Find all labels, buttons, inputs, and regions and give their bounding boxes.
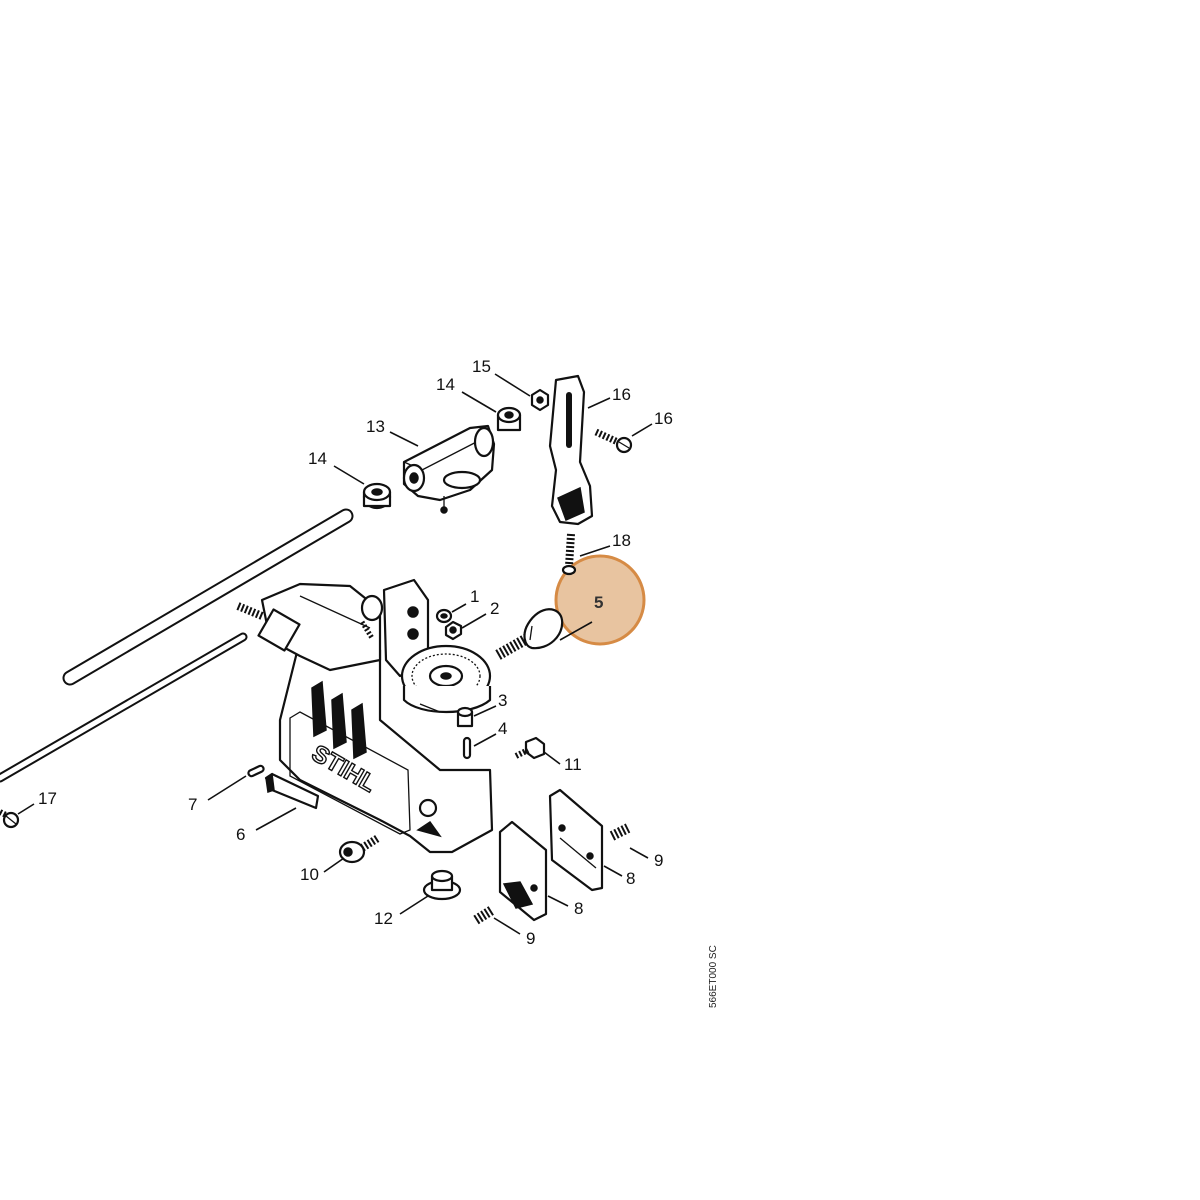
callout-11[interactable]: 11 [564, 755, 582, 774]
drawing-code: 566ET000 SC [708, 945, 719, 1008]
callouts: 15 14 13 14 16 16 18 5 1 2 3 4 11 7 6 10… [38, 357, 673, 948]
clamp-housing-part-13 [402, 424, 496, 514]
callout-9-lower[interactable]: 9 [526, 929, 535, 948]
spring-part-9-lower [473, 905, 495, 925]
spring-part-9-upper [609, 823, 631, 841]
callout-3[interactable]: 3 [498, 691, 507, 710]
screw-part-10 [338, 834, 381, 864]
callout-16-right[interactable]: 16 [654, 409, 673, 428]
knurled-nut-part-12 [422, 869, 462, 901]
plate-part-8-lower [498, 820, 548, 922]
callout-9-upper[interactable]: 9 [654, 851, 663, 870]
screw-part-18 [561, 533, 577, 576]
callout-14-left[interactable]: 14 [308, 449, 327, 468]
callout-7[interactable]: 7 [188, 795, 197, 814]
callout-15[interactable]: 16 [612, 385, 631, 404]
lever-part-15 [548, 374, 594, 526]
sleeve-part-3 [456, 706, 474, 728]
bar-part-6 [264, 772, 320, 810]
callout-13[interactable]: 13 [366, 417, 385, 436]
callout-4[interactable]: 4 [498, 719, 507, 738]
callout-5[interactable]: 5 [594, 593, 603, 612]
guide-rod-upper [62, 508, 354, 686]
guide-rod-lower [0, 632, 248, 783]
nut-part-2 [444, 620, 463, 641]
callout-16-left[interactable]: 17 [38, 789, 57, 808]
callout-12[interactable]: 12 [374, 909, 393, 928]
callout-10[interactable]: 10 [300, 865, 319, 884]
screw-part-16-right [594, 428, 633, 454]
callout-14-right[interactable]: 14 [436, 375, 455, 394]
callout-8-lower[interactable]: 8 [574, 899, 583, 918]
bushing-part-14-right [496, 406, 522, 432]
callout-8-upper[interactable]: 8 [626, 869, 635, 888]
callout-1[interactable]: 1 [470, 587, 479, 606]
pin-part-4 [462, 736, 472, 760]
leader-lines [17, 373, 653, 935]
callout-6[interactable]: 6 [236, 825, 245, 844]
grinder-main-body: STIHL [236, 578, 494, 854]
washer-part-1 [435, 608, 453, 624]
wing-screw-part-5 [495, 608, 564, 660]
highlight-marker[interactable] [554, 554, 646, 646]
screw-part-11 [514, 736, 546, 760]
pin-part-7 [247, 764, 265, 778]
callout-2[interactable]: 2 [490, 599, 499, 618]
callout-18[interactable]: 18 [612, 531, 631, 550]
nut-part-17 [530, 388, 550, 412]
plate-part-8-upper [548, 788, 604, 892]
screw-part-16-left [0, 809, 20, 829]
bushing-part-14-left [362, 482, 392, 510]
callout-17[interactable]: 15 [472, 357, 491, 376]
